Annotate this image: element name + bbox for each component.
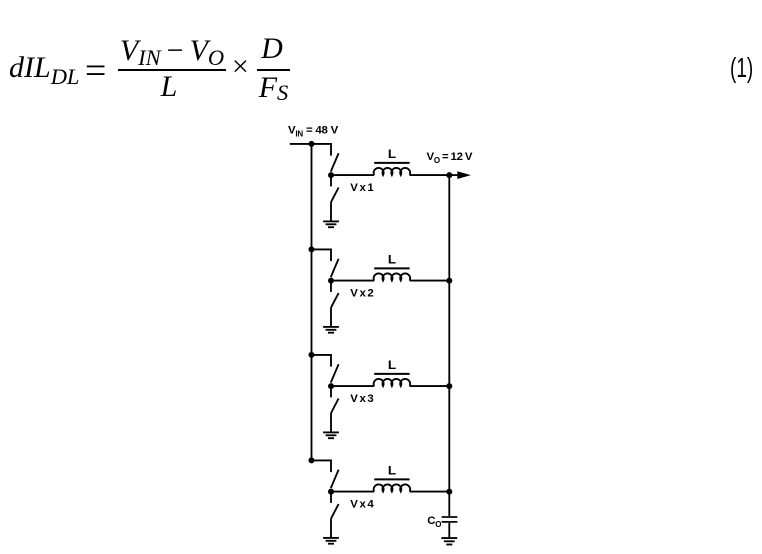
svg-text:VO = 12 V: VO = 12 V bbox=[427, 151, 473, 165]
svg-text:Vx1: Vx1 bbox=[350, 182, 375, 194]
svg-text:VIN = 48 V: VIN = 48 V bbox=[288, 125, 339, 139]
svg-text:CO: CO bbox=[427, 515, 441, 529]
svg-text:L: L bbox=[388, 252, 397, 266]
svg-text:L: L bbox=[388, 147, 397, 161]
svg-text:Vx2: Vx2 bbox=[350, 288, 375, 300]
svg-text:L: L bbox=[388, 463, 397, 477]
svg-text:Vx3: Vx3 bbox=[350, 393, 375, 405]
svg-text:L: L bbox=[388, 358, 397, 372]
svg-text:Vx4: Vx4 bbox=[350, 499, 375, 511]
